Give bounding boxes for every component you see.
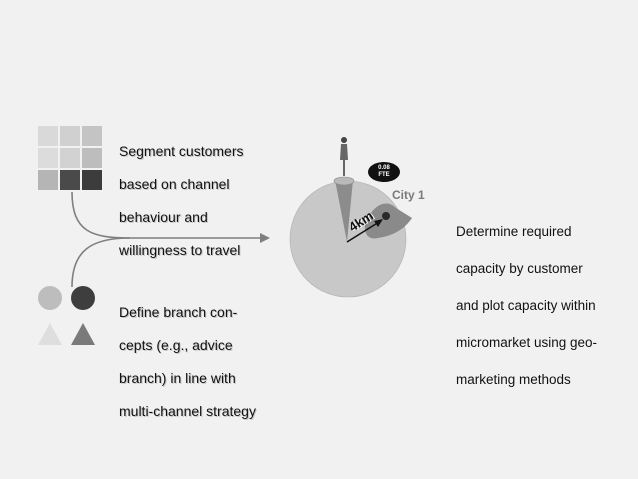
fte-unit: FTE [378, 172, 390, 178]
determine-line: micromarket using geo- [456, 334, 598, 350]
define-line: cepts (e.g., advice [119, 336, 233, 353]
determine-line: capacity by customer [456, 260, 583, 276]
segment-line: willingness to travel [119, 241, 241, 258]
person-icon [340, 137, 348, 176]
define-line: branch) in line with [119, 369, 236, 386]
determine-line: and plot capacity within [456, 297, 596, 313]
fte-value: 0.08 [378, 165, 390, 171]
define-line: multi-channel strategy [119, 402, 256, 419]
segment-line: based on channel [119, 175, 230, 192]
determine-line: Determine required [456, 223, 572, 239]
segment-grid-icon [38, 126, 102, 190]
city-label: City 1 [392, 188, 425, 202]
fte-badge: 0.08 FTE [368, 162, 400, 182]
connector-arrow [71, 191, 270, 288]
determine-capacity-text: Determine required capacity by customer … [456, 204, 626, 408]
segment-line: behaviour and [119, 208, 208, 225]
branch-shapes-icon [38, 286, 95, 345]
define-branch-text: Define branch con- cepts (e.g., advice b… [119, 287, 294, 436]
segment-line: Segment customers [119, 142, 244, 159]
determine-line: marketing methods [456, 371, 571, 387]
define-line: Define branch con- [119, 303, 238, 320]
segment-customers-text: Segment customers based on channel behav… [119, 126, 294, 275]
catchment-map [289, 176, 412, 298]
arrow-right-icon [260, 233, 270, 243]
